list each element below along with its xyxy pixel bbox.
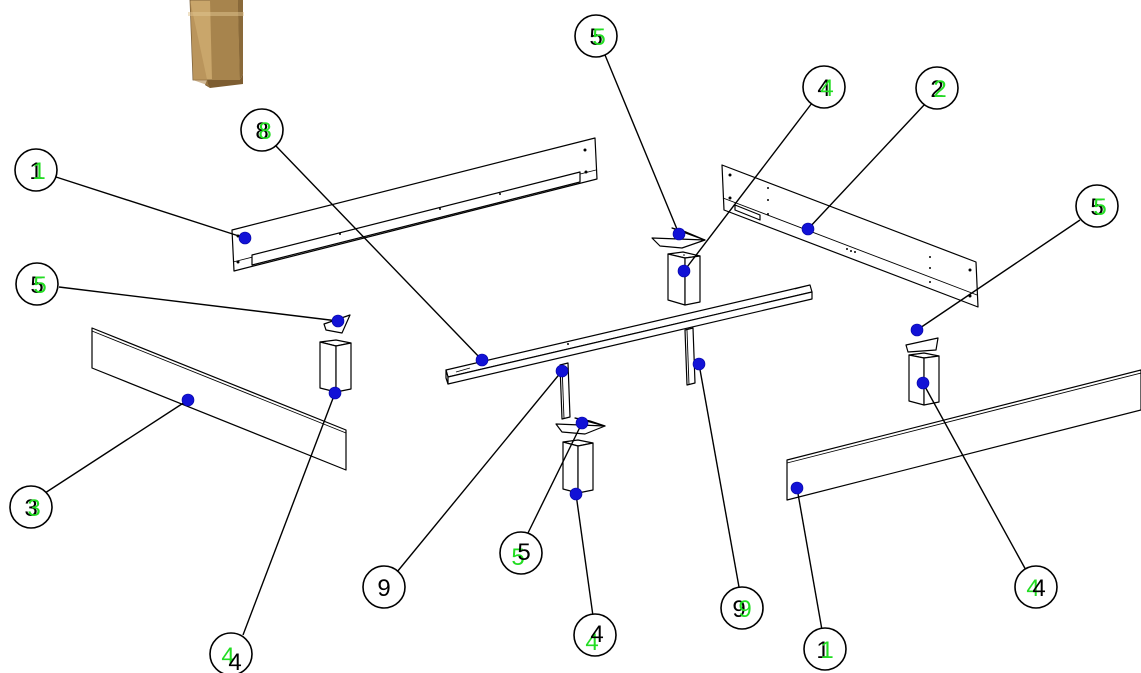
callout-number-overlay: 4 bbox=[1026, 575, 1039, 602]
callout-3: 3 3 bbox=[9, 393, 195, 529]
wood-post-render bbox=[188, 0, 244, 88]
callout-4-center: 4 4 bbox=[569, 487, 617, 657]
callout-anchor bbox=[475, 353, 489, 367]
callout-number: 5 bbox=[589, 24, 602, 51]
callout-number: 9 bbox=[377, 575, 390, 602]
callout-bubble bbox=[15, 262, 59, 306]
callout-anchor bbox=[801, 222, 815, 236]
callout-bubble bbox=[803, 627, 847, 671]
callout-number-overlay: 4 bbox=[221, 643, 234, 670]
callout-number: 3 bbox=[24, 495, 37, 522]
callout-number-overlay: 9 bbox=[738, 596, 751, 623]
leg-left bbox=[319, 339, 352, 393]
callout-8: 8 8 bbox=[240, 108, 489, 367]
callout-bubble bbox=[362, 565, 406, 609]
callout-anchor bbox=[672, 227, 686, 241]
callout-number: 8 bbox=[255, 118, 268, 145]
callout-anchor bbox=[692, 357, 706, 371]
callout-5-center: 5 5 bbox=[499, 416, 589, 575]
callout-anchor bbox=[916, 376, 930, 390]
callout-number: 4 bbox=[1032, 575, 1045, 602]
callout-number: 9 bbox=[732, 596, 745, 623]
callout-5-left: 5 5 bbox=[15, 262, 345, 328]
side-rail-upper-right bbox=[721, 164, 979, 308]
callout-9-right: 9 9 bbox=[692, 357, 764, 630]
callout-bubble bbox=[574, 14, 618, 58]
callout-anchor bbox=[790, 481, 804, 495]
callout-4-right: 4 4 bbox=[916, 376, 1058, 609]
callout-bubble bbox=[499, 531, 543, 575]
callout-number: 2 bbox=[930, 76, 943, 103]
callout-number-overlay: 2 bbox=[933, 76, 946, 103]
callout-bubble bbox=[1014, 565, 1058, 609]
callout-2: 2 2 bbox=[801, 66, 959, 236]
callout-number-overlay: 3 bbox=[27, 495, 40, 522]
callout-anchor bbox=[910, 323, 924, 337]
callout-bubble bbox=[720, 586, 764, 630]
callout-1-lower-right: 1 1 bbox=[790, 481, 847, 671]
callout-5-right: 5 5 bbox=[910, 184, 1119, 337]
callout-bubble bbox=[9, 485, 53, 529]
callout-number: 5 bbox=[30, 272, 43, 299]
callout-number: 5 bbox=[1090, 194, 1103, 221]
callout-anchor bbox=[238, 231, 252, 245]
leg-center bbox=[562, 439, 594, 494]
callout-5-top: 5 5 bbox=[574, 14, 686, 241]
callout-anchor bbox=[555, 364, 569, 378]
callout-number-overlay: 5 bbox=[1093, 194, 1106, 221]
callout-4-top: 4 4 bbox=[677, 65, 846, 278]
callout-number-overlay: 5 bbox=[592, 24, 605, 51]
callout-anchor bbox=[575, 416, 589, 430]
callout-number-overlay: 1 bbox=[820, 637, 833, 664]
callout-number-overlay: 5 bbox=[33, 272, 46, 299]
callout-number: 5 bbox=[517, 539, 530, 566]
callout-bubble bbox=[240, 108, 284, 152]
callout-number-overlay: 8 bbox=[258, 118, 271, 145]
callout-number: 1 bbox=[816, 637, 829, 664]
board-lower-right bbox=[786, 369, 1141, 501]
callout-bubble bbox=[915, 66, 959, 110]
callout-9-left: 9 bbox=[362, 364, 569, 609]
callout-anchor bbox=[328, 386, 342, 400]
side-rail-upper-left bbox=[231, 137, 598, 272]
callout-number: 1 bbox=[29, 158, 42, 185]
callout-bubble bbox=[1075, 184, 1119, 228]
callout-anchor bbox=[677, 264, 691, 278]
callout-number-overlay: 1 bbox=[32, 158, 45, 185]
callout-bubble bbox=[209, 632, 253, 673]
bracket-right bbox=[684, 327, 696, 386]
leg-top bbox=[667, 251, 701, 306]
callout-bubble bbox=[14, 148, 58, 192]
callout-bubble bbox=[802, 65, 846, 109]
callout-number-overlay: 4 bbox=[820, 75, 833, 102]
corner-plate-right bbox=[905, 337, 939, 353]
callout-number-overlay: 5 bbox=[511, 544, 524, 571]
board-left bbox=[91, 327, 347, 471]
center-beam bbox=[445, 284, 813, 385]
callout-anchor bbox=[331, 314, 345, 328]
callout-anchor bbox=[569, 487, 583, 501]
callout-number: 4 bbox=[228, 649, 241, 673]
callout-bubble bbox=[573, 613, 617, 657]
callout-number: 4 bbox=[590, 621, 603, 648]
callout-1-upper-left: 1 1 bbox=[14, 148, 252, 245]
callout-number: 4 bbox=[817, 75, 830, 102]
callout-number-overlay: 4 bbox=[585, 629, 598, 656]
callout-anchor bbox=[181, 393, 195, 407]
callout-4-left: 4 4 bbox=[209, 386, 342, 673]
